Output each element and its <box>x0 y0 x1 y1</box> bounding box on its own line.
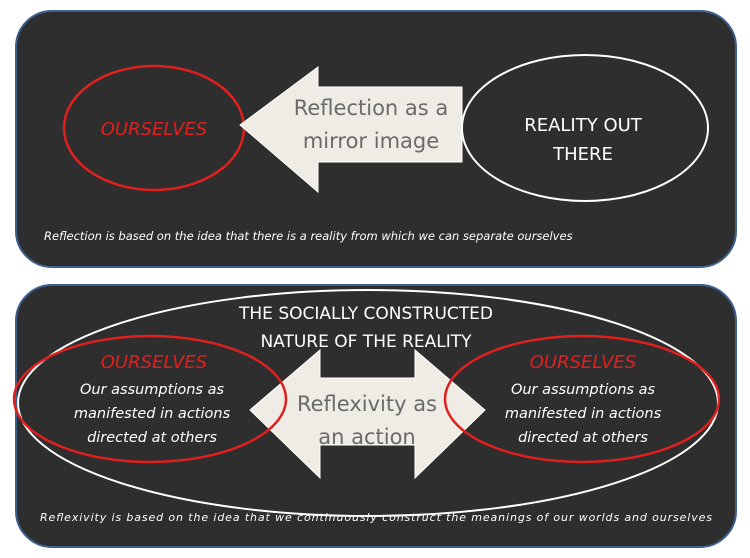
ourselves-left-line-3: directed at others <box>87 430 217 446</box>
ourselves-right-ellipse <box>443 334 721 464</box>
ourselves-left-label: OURSELVES <box>101 352 207 373</box>
social-reality-title-1: THE SOCIALLY CONSTRUCTED <box>238 304 493 324</box>
ourselves-right-line-2: manifested in actions <box>505 406 662 422</box>
mirror-arrow-label-1: Reflection as a <box>294 96 449 120</box>
ourselves-label: OURSELVES <box>101 119 207 140</box>
ourselves-right-line-3: directed at others <box>518 430 648 446</box>
ourselves-right-line-1: Our assumptions as <box>511 382 656 398</box>
reflexivity-caption: Reflexivity is based on the idea that we… <box>40 511 712 524</box>
reality-circle <box>461 54 709 202</box>
social-reality-title-2: NATURE OF THE REALITY <box>260 332 472 352</box>
reflexivity-arrow-label-1: Reflexivity as <box>297 392 437 416</box>
mirror-arrow-label-2: mirror image <box>303 129 439 153</box>
ourselves-left-ellipse <box>12 334 288 464</box>
ourselves-left-line-2: manifested in actions <box>74 406 231 422</box>
reality-label-1: REALITY OUT <box>524 115 643 136</box>
ourselves-right-label: OURSELVES <box>530 352 636 373</box>
reflection-caption: Reflection is based on the idea that the… <box>44 229 573 243</box>
ourselves-left-line-1: Our assumptions as <box>80 382 225 398</box>
reflexivity-arrow-label-2: an action <box>318 425 416 449</box>
reflexivity-double-arrow <box>249 348 486 480</box>
reality-label-2: THERE <box>552 144 613 165</box>
